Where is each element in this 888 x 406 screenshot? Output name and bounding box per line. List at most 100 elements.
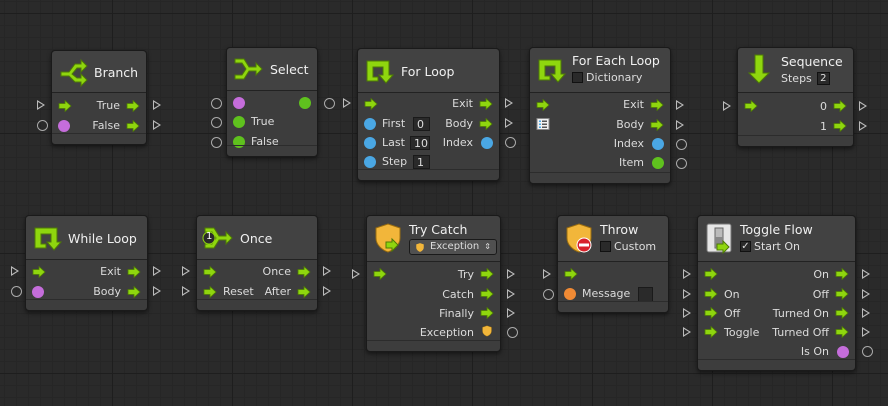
connector-out[interactable] xyxy=(505,98,513,108)
connector-in[interactable] xyxy=(352,269,360,279)
connector-out[interactable] xyxy=(153,286,161,296)
connector-out[interactable] xyxy=(323,266,331,276)
flow-in-port[interactable] xyxy=(536,99,550,111)
connector-out[interactable] xyxy=(153,100,161,110)
after-out-port[interactable] xyxy=(297,286,311,298)
custom-toggle[interactable]: Custom xyxy=(600,240,656,253)
try-catch-node[interactable]: Try Catch Exception ⇕ Try Catch Finally … xyxy=(366,215,501,352)
toggle-in-port[interactable] xyxy=(704,326,718,338)
connector-out[interactable] xyxy=(324,98,335,109)
dictionary-toggle[interactable]: Dictionary xyxy=(572,71,642,84)
steps-input[interactable]: 2 xyxy=(816,72,830,85)
connector-in[interactable] xyxy=(543,269,551,279)
node-header[interactable]: Select xyxy=(227,48,317,91)
reset-in-port[interactable] xyxy=(203,286,217,298)
toggle-flow-node[interactable]: Toggle Flow ✓ Start On On Off Toggle On … xyxy=(697,215,856,371)
step-input[interactable]: 1 xyxy=(413,155,430,169)
body-out-port[interactable] xyxy=(127,286,141,298)
is-on-out-port[interactable] xyxy=(837,346,849,358)
condition-port[interactable] xyxy=(32,286,44,298)
connector-in[interactable] xyxy=(211,117,222,128)
result-out-port[interactable] xyxy=(299,97,311,109)
false-out-port[interactable] xyxy=(126,120,140,132)
connector-in[interactable] xyxy=(211,98,222,109)
condition-port[interactable] xyxy=(58,120,70,132)
exit-out-port[interactable] xyxy=(479,98,493,110)
catch-out-port[interactable] xyxy=(480,288,494,300)
while-loop-node[interactable]: While Loop Exit Body xyxy=(25,215,148,311)
connector-in[interactable] xyxy=(683,327,691,337)
node-header[interactable]: While Loop xyxy=(26,216,147,260)
connector-in[interactable] xyxy=(182,286,190,296)
flow-in-port[interactable] xyxy=(564,268,578,280)
off-in-port[interactable] xyxy=(704,307,718,319)
node-header[interactable]: Toggle Flow ✓ Start On xyxy=(698,216,855,262)
connector-in[interactable] xyxy=(543,289,554,300)
finally-out-port[interactable] xyxy=(480,307,494,319)
exception-type-dropdown[interactable]: Exception ⇕ xyxy=(409,239,497,255)
connector-in[interactable] xyxy=(11,266,19,276)
turned-off-out-port[interactable] xyxy=(835,326,849,338)
condition-port[interactable] xyxy=(233,97,245,109)
last-input[interactable]: 10 xyxy=(410,136,430,150)
start-on-toggle[interactable]: ✓ Start On xyxy=(740,240,800,253)
throw-node[interactable]: Throw Custom Message xyxy=(557,215,669,313)
first-input[interactable]: 0 xyxy=(413,117,430,131)
connector-out[interactable] xyxy=(507,289,515,299)
step-port[interactable] xyxy=(364,156,376,168)
index-out-port[interactable] xyxy=(652,138,664,150)
custom-checkbox[interactable] xyxy=(600,241,611,252)
dictionary-checkbox[interactable] xyxy=(572,72,583,83)
branch-node[interactable]: Branch True False xyxy=(51,50,147,145)
off-out-port[interactable] xyxy=(835,288,849,300)
for-each-loop-node[interactable]: For Each Loop Dictionary Exit Body Index… xyxy=(529,47,671,184)
connector-out[interactable] xyxy=(862,269,870,279)
connector-out[interactable] xyxy=(862,346,873,357)
connector-out[interactable] xyxy=(859,101,867,111)
connector-in[interactable] xyxy=(11,286,22,297)
connector-in[interactable] xyxy=(211,137,222,148)
body-out-port[interactable] xyxy=(650,119,664,131)
turned-on-out-port[interactable] xyxy=(835,307,849,319)
node-header[interactable]: Throw Custom xyxy=(558,216,668,262)
select-node[interactable]: Select True False xyxy=(226,47,318,157)
step1-out-port[interactable] xyxy=(833,120,847,132)
connector-out[interactable] xyxy=(859,121,867,131)
connector-out[interactable] xyxy=(323,286,331,296)
node-header[interactable]: 1 Once xyxy=(197,216,317,260)
connector-out[interactable] xyxy=(153,120,161,130)
on-in-port[interactable] xyxy=(704,288,718,300)
exit-out-port[interactable] xyxy=(650,99,664,111)
node-header[interactable]: For Loop xyxy=(358,49,499,93)
connector-out[interactable] xyxy=(505,118,513,128)
try-out-port[interactable] xyxy=(480,268,494,280)
start-on-checkbox[interactable]: ✓ xyxy=(740,241,751,252)
connector-out[interactable] xyxy=(507,308,515,318)
index-out-port[interactable] xyxy=(481,137,493,149)
connector-out[interactable] xyxy=(862,308,870,318)
once-out-port[interactable] xyxy=(297,266,311,278)
connector-in[interactable] xyxy=(343,98,351,108)
connector-in[interactable] xyxy=(683,289,691,299)
true-value-port[interactable] xyxy=(233,116,245,128)
connector-out[interactable] xyxy=(862,327,870,337)
flow-in-port[interactable] xyxy=(203,266,217,278)
last-port[interactable] xyxy=(364,137,376,149)
flow-in-port[interactable] xyxy=(364,98,378,110)
connector-out[interactable] xyxy=(862,289,870,299)
node-header[interactable]: Try Catch Exception ⇕ xyxy=(367,216,500,262)
exception-out-port[interactable] xyxy=(480,325,494,337)
first-port[interactable] xyxy=(364,118,376,130)
connector-in[interactable] xyxy=(37,100,45,110)
connector-out[interactable] xyxy=(507,327,518,338)
connector-in[interactable] xyxy=(683,308,691,318)
message-port[interactable] xyxy=(564,288,576,300)
step0-out-port[interactable] xyxy=(833,100,847,112)
on-out-port[interactable] xyxy=(835,268,849,280)
item-out-port[interactable] xyxy=(652,157,664,169)
node-header[interactable]: For Each Loop Dictionary xyxy=(530,48,670,93)
flow-in-port[interactable] xyxy=(373,268,387,280)
connector-in[interactable] xyxy=(182,266,190,276)
exit-out-port[interactable] xyxy=(127,266,141,278)
once-node[interactable]: 1 Once Reset Once After xyxy=(196,215,318,311)
